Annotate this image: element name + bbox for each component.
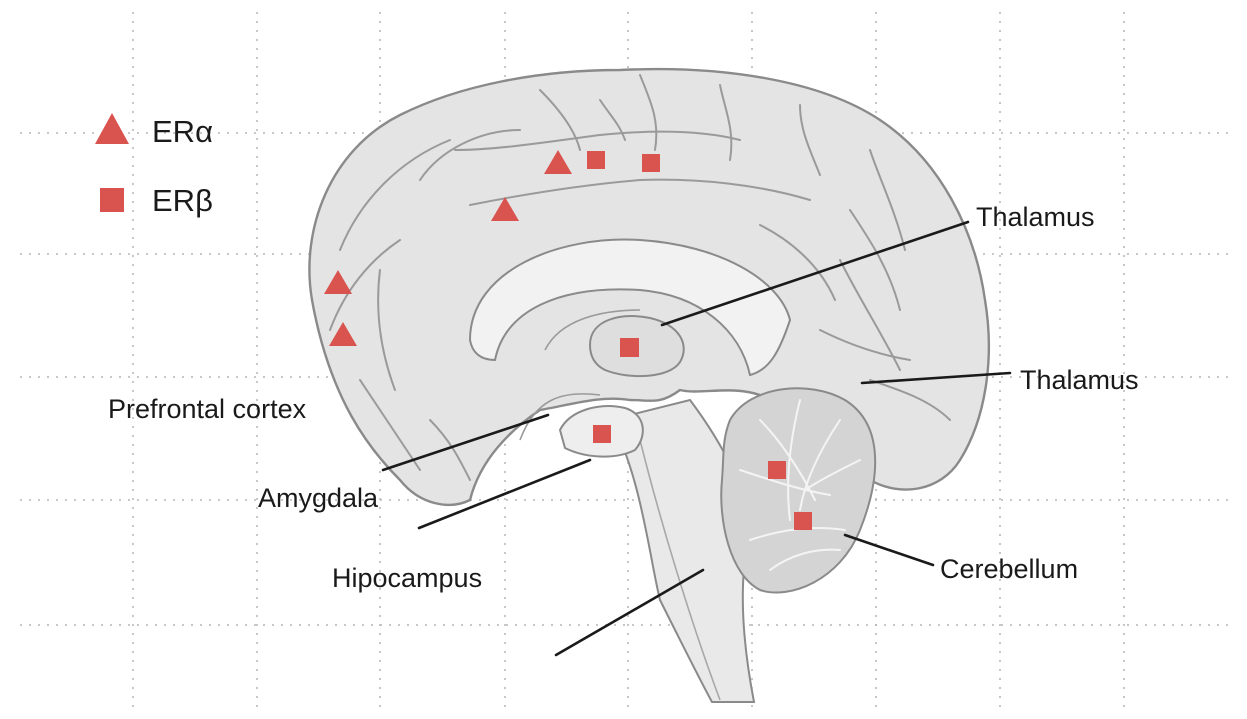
legend: ERα ERβ [95, 113, 213, 218]
label-prefrontal-cortex: Prefrontal cortex [108, 394, 307, 424]
er-beta-marker [587, 151, 605, 169]
er-beta-marker [620, 338, 639, 357]
label-thalamus-lower: Thalamus [1020, 365, 1139, 395]
legend-label-er-alpha: ERα [152, 114, 213, 149]
er-beta-marker [794, 512, 812, 530]
cerebellum-shape [721, 388, 875, 592]
label-cerebellum: Cerebellum [940, 554, 1078, 584]
label-hipocampus: Hipocampus [332, 563, 482, 593]
legend-triangle-icon [95, 113, 129, 144]
er-beta-marker [593, 425, 611, 443]
legend-label-er-beta: ERβ [152, 183, 213, 218]
legend-square-icon [100, 188, 124, 212]
er-beta-marker [642, 154, 660, 172]
label-amygdala: Amygdala [258, 483, 379, 513]
label-thalamus-upper: Thalamus [976, 202, 1095, 232]
er-beta-marker [768, 461, 786, 479]
